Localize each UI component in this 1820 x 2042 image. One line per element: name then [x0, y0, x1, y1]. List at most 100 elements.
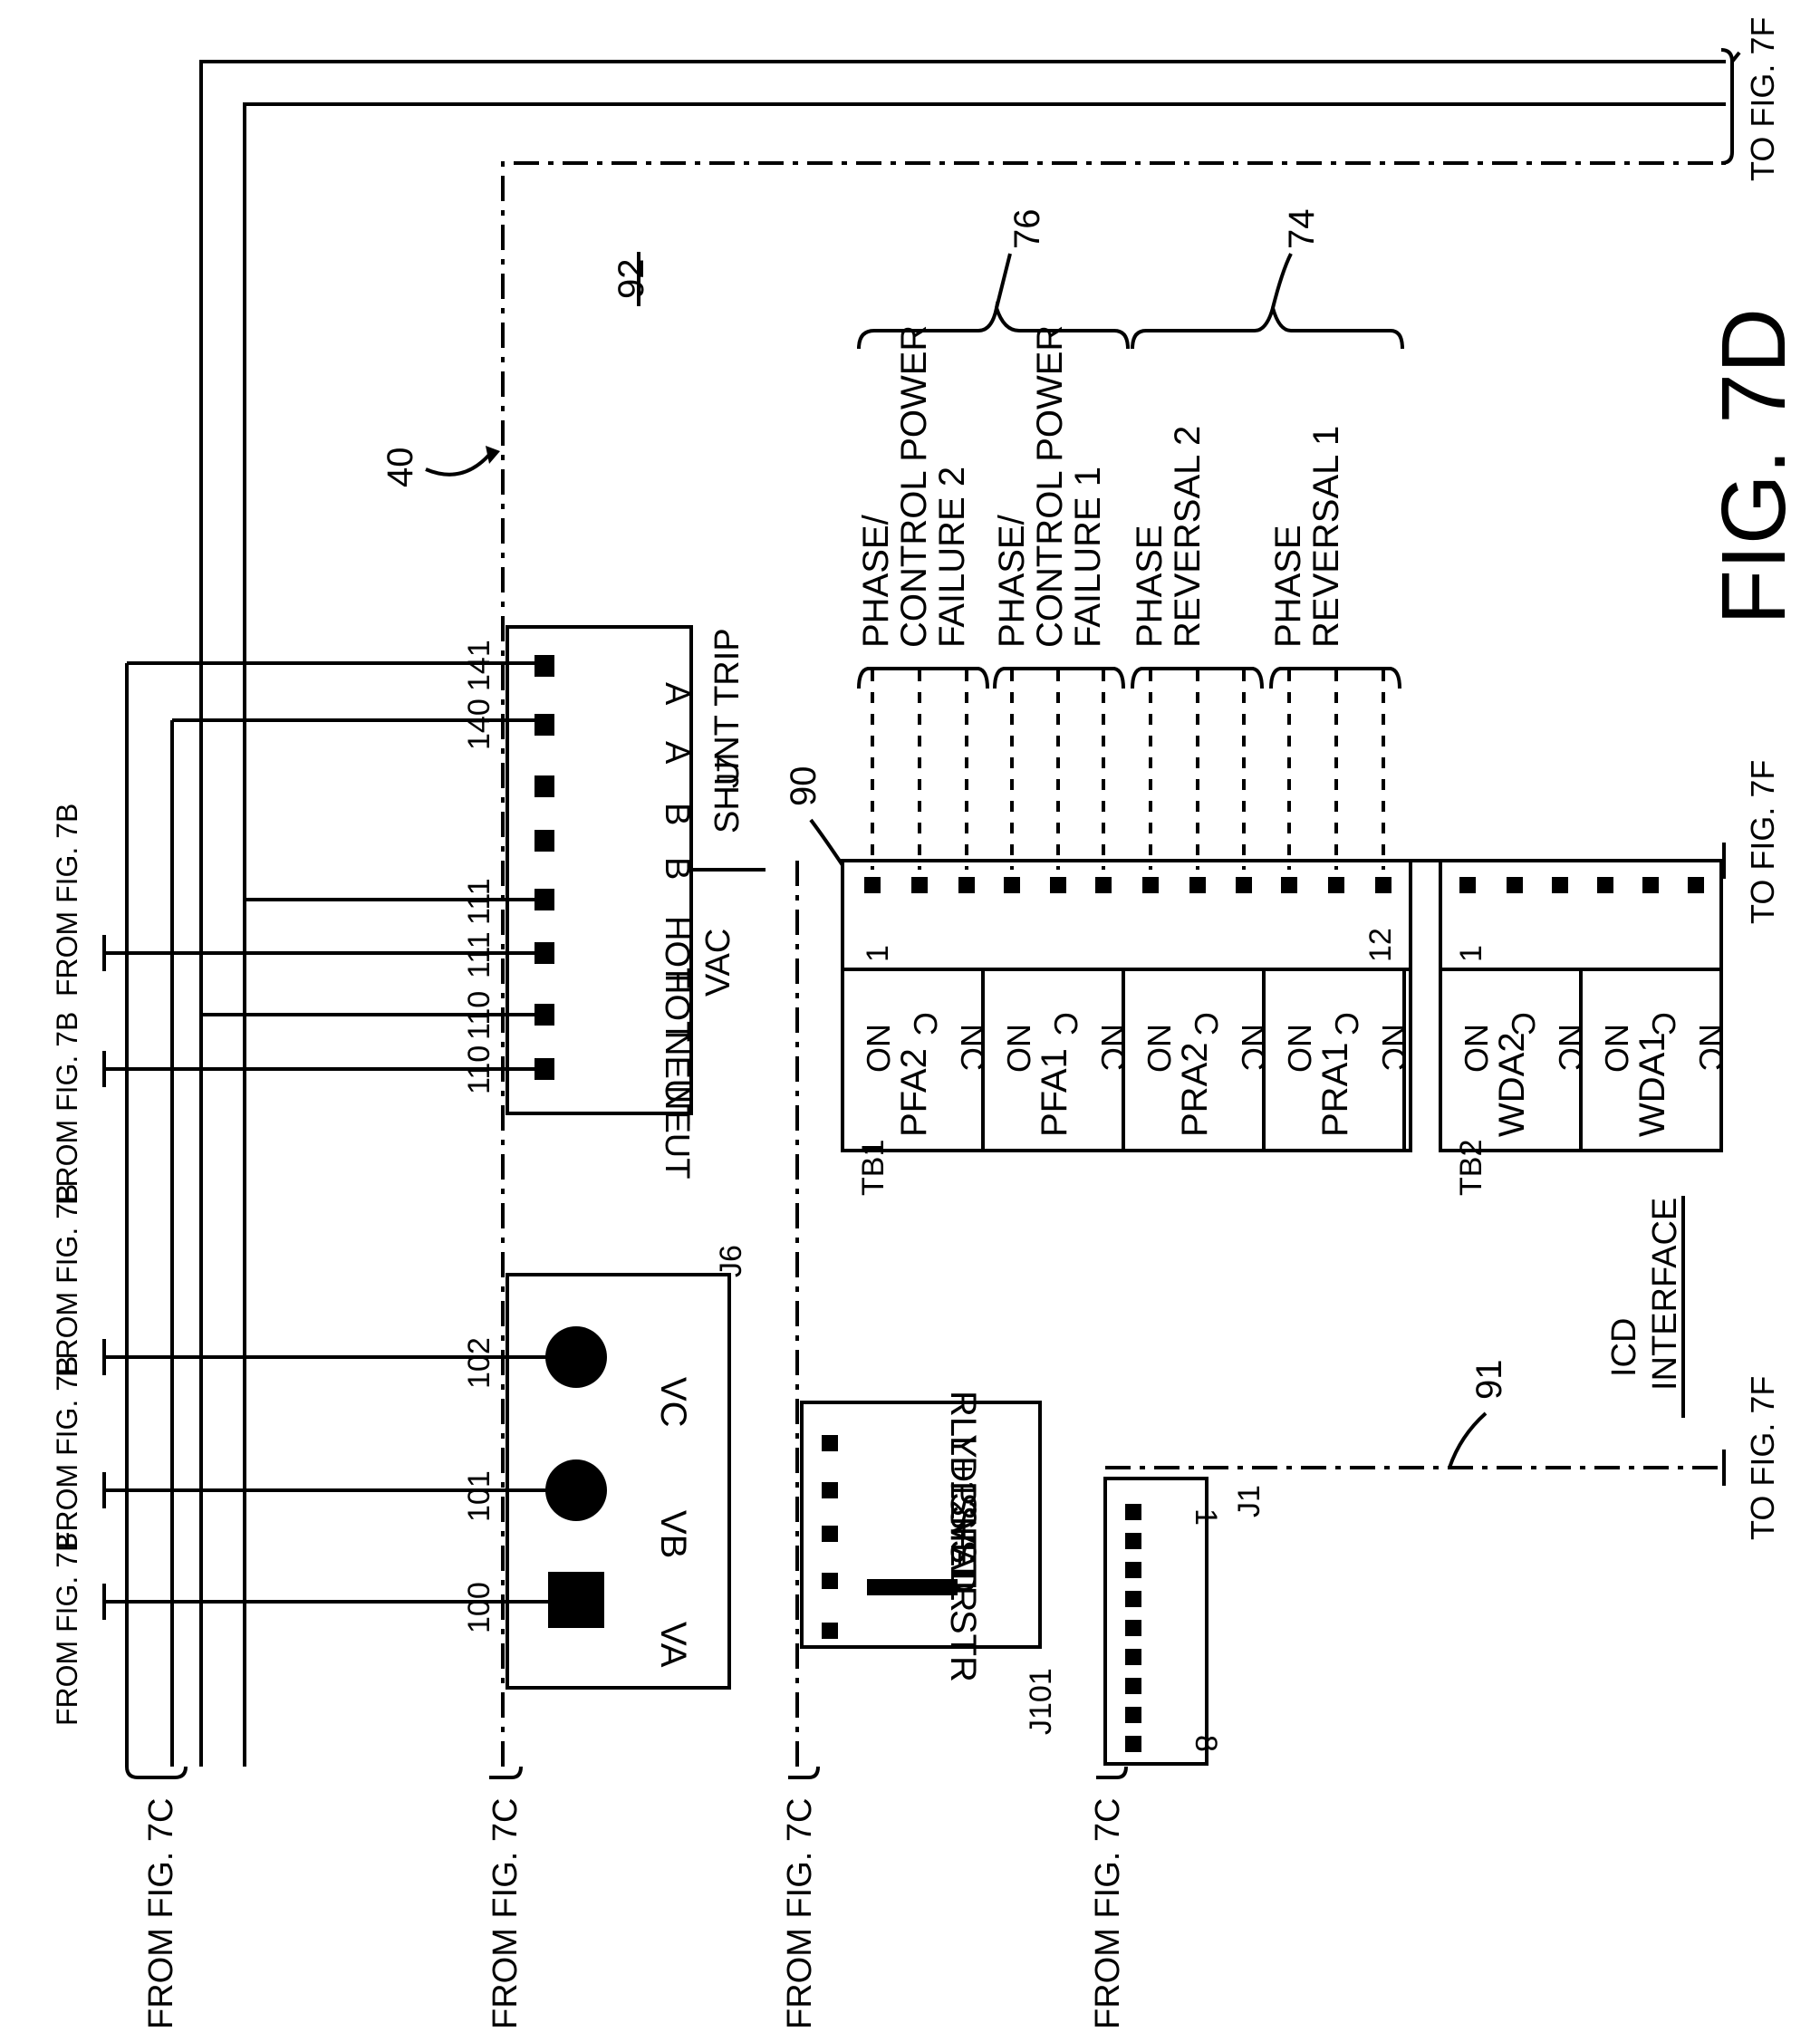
j1-pin-6 [1125, 1649, 1141, 1665]
tb2-contact-wda1-no: NO [1598, 1024, 1635, 1073]
to-fig-7f-label-icd: TO FIG. 7F [1744, 1376, 1781, 1540]
j7-wire-number-7: 140 [462, 698, 496, 750]
j7-pin-label-a-7: A [658, 741, 696, 765]
tb1-group-1-line2: CONTROL POWER [894, 325, 934, 648]
j7-wire-number-1: 110 [462, 1045, 496, 1094]
tb1-contact-pra2-c: C [1188, 1012, 1225, 1035]
j101-pin-2 [822, 1573, 838, 1589]
from-fig-7b-label-1: FROM FIG. 7B [51, 1012, 83, 1205]
to-fig-7f-label-top: TO FIG. 7F [1744, 17, 1781, 181]
tb1-contact-pfa1-no: NO [1000, 1024, 1037, 1073]
tb2-contact-wda1-c: C [1645, 1012, 1682, 1035]
tb1-contact-pra2-no: NO [1141, 1024, 1178, 1073]
j101-pin-5 [822, 1435, 838, 1451]
from-fig-7b-label-0: FROM FIG. 7B [51, 804, 83, 997]
j7-pin-3 [534, 942, 554, 964]
j101-label-1: FAIL STR [943, 1527, 983, 1682]
j1-pin-4 [1125, 1591, 1141, 1607]
j1-pin-9 [1125, 1736, 1141, 1752]
j7-pin-label-a-8: A [658, 682, 696, 706]
j7-pin-5 [534, 830, 554, 852]
ref-40: 40 [380, 448, 420, 488]
tb1-group-3-line2: REVERSAL 2 [1168, 426, 1208, 648]
ref-91: 91 [1469, 1360, 1509, 1401]
tb1-pin-first-label: 1 [861, 945, 895, 962]
tb1-contact-pfa2-nc: NC [954, 1024, 991, 1071]
j101-label-4: RLY+12V [943, 1391, 983, 1545]
j101-label-2: PS STR [943, 1481, 983, 1612]
j1-pin-2 [1125, 1533, 1141, 1549]
j101-label-3: LD SHED [943, 1436, 983, 1593]
tb1-pin-4 [1004, 877, 1020, 893]
j6-connector [506, 1273, 731, 1690]
j7-wire-number-4: 111 [462, 878, 496, 925]
j7-pin-4 [534, 889, 554, 910]
tb1-pin-8 [1189, 877, 1206, 893]
tb1-pin-10 [1281, 877, 1297, 893]
j6-wire-number-2: 101 [462, 1470, 496, 1522]
j6-pin-vb [545, 1459, 607, 1521]
j101-pin-4 [822, 1482, 838, 1498]
to-fig-7f-label-tb: TO FIG. 7F [1744, 760, 1781, 924]
from-fig-7c-label-1: FROM FIG. 7C [486, 1798, 525, 2029]
j6-pin-vc [545, 1326, 607, 1388]
tb1-group-4-line2: REVERSAL 1 [1306, 426, 1346, 648]
tb2-pin-2 [1507, 877, 1523, 893]
ref-76: 76 [1007, 209, 1047, 250]
j6-name-label: J6 [714, 1245, 748, 1277]
ref-74: 74 [1282, 209, 1322, 250]
j1-pin-last-label: 8 [1189, 1735, 1223, 1752]
from-fig-7b-label-4: FROM FIG. 7B [51, 1533, 83, 1726]
from-fig-7b-label-3: FROM FIG. 7B [51, 1356, 83, 1549]
j6-wire-number-1: 100 [462, 1582, 496, 1633]
from-fig-7c-label-0: FROM FIG. 7C [142, 1798, 180, 2029]
tb2-pin-1 [1459, 877, 1476, 893]
j6-wire-number-3: 102 [462, 1337, 496, 1389]
icd-label-line1: ICD [1605, 1318, 1643, 1377]
j6-pin-label-vb: VB [653, 1510, 693, 1558]
tb1-contact-pfa2-no: NO [860, 1024, 897, 1073]
tb2-pin-6 [1688, 877, 1704, 893]
j1-pin-8 [1125, 1707, 1141, 1723]
tb1-contact-pra2-nc: NC [1235, 1024, 1272, 1071]
j6-pin-label-va: VA [653, 1622, 693, 1668]
from-fig-7b-label-2: FROM FIG. 7B [51, 1184, 83, 1377]
tb1-group-2-line2: CONTROL POWER [1030, 325, 1070, 648]
tb2-contact-wda2-nc: NC [1552, 1024, 1589, 1071]
j7-pin-label-neut-1: NEUT [658, 1085, 696, 1179]
j101-jumper-bar [867, 1579, 958, 1595]
tb1-pin-12 [1375, 877, 1391, 893]
tb2-pin-4 [1597, 877, 1613, 893]
tb2-relay-wda1: WDA1 [1632, 1032, 1672, 1137]
j7-caption-shunt-trip: SHUNT TRIP [708, 628, 746, 833]
j7-pin-label-hot-3: HOT [658, 969, 696, 1042]
j6-pin-va [548, 1572, 604, 1628]
tb1-group-4-line1: PHASE [1268, 525, 1308, 648]
tb1-group-1-line3: FAILURE 2 [932, 467, 972, 648]
icd-label-line2: INTERFACE [1646, 1198, 1684, 1391]
tb1-pin-last-label: 12 [1363, 928, 1398, 962]
tb1-contact-pfa2-c: C [907, 1012, 944, 1035]
tb2-pin-first-label: 1 [1454, 945, 1488, 962]
tb1-pin-3 [958, 877, 975, 893]
tb1-pin-9 [1236, 877, 1252, 893]
j7-pin-2 [534, 1004, 554, 1026]
j7-wire-number-8: 141 [462, 640, 496, 691]
j7-wire-number-3: 111 [462, 931, 496, 978]
tb1-pin-11 [1328, 877, 1344, 893]
tb1-contact-pra1-no: NO [1281, 1024, 1318, 1073]
j7-pin-1 [534, 1058, 554, 1080]
tb1-group-1-line1: PHASE/ [856, 514, 896, 648]
tb1-relay-pfa1: PFA1 [1035, 1048, 1074, 1137]
ref-92: 92 [611, 259, 651, 300]
tb1-relay-pra1: PRA1 [1315, 1043, 1355, 1138]
j1-pin-7 [1125, 1678, 1141, 1694]
j7-name-label: J7 [711, 756, 746, 788]
figure-label: FIG. 7D [1703, 308, 1805, 625]
j7-pin-label-hot-4: HOT [658, 916, 696, 988]
tb1-relay-pfa2: PFA2 [894, 1048, 934, 1137]
tb1-pin-1 [864, 877, 881, 893]
j7-pin-6 [534, 775, 554, 797]
tb1-pin-7 [1142, 877, 1159, 893]
